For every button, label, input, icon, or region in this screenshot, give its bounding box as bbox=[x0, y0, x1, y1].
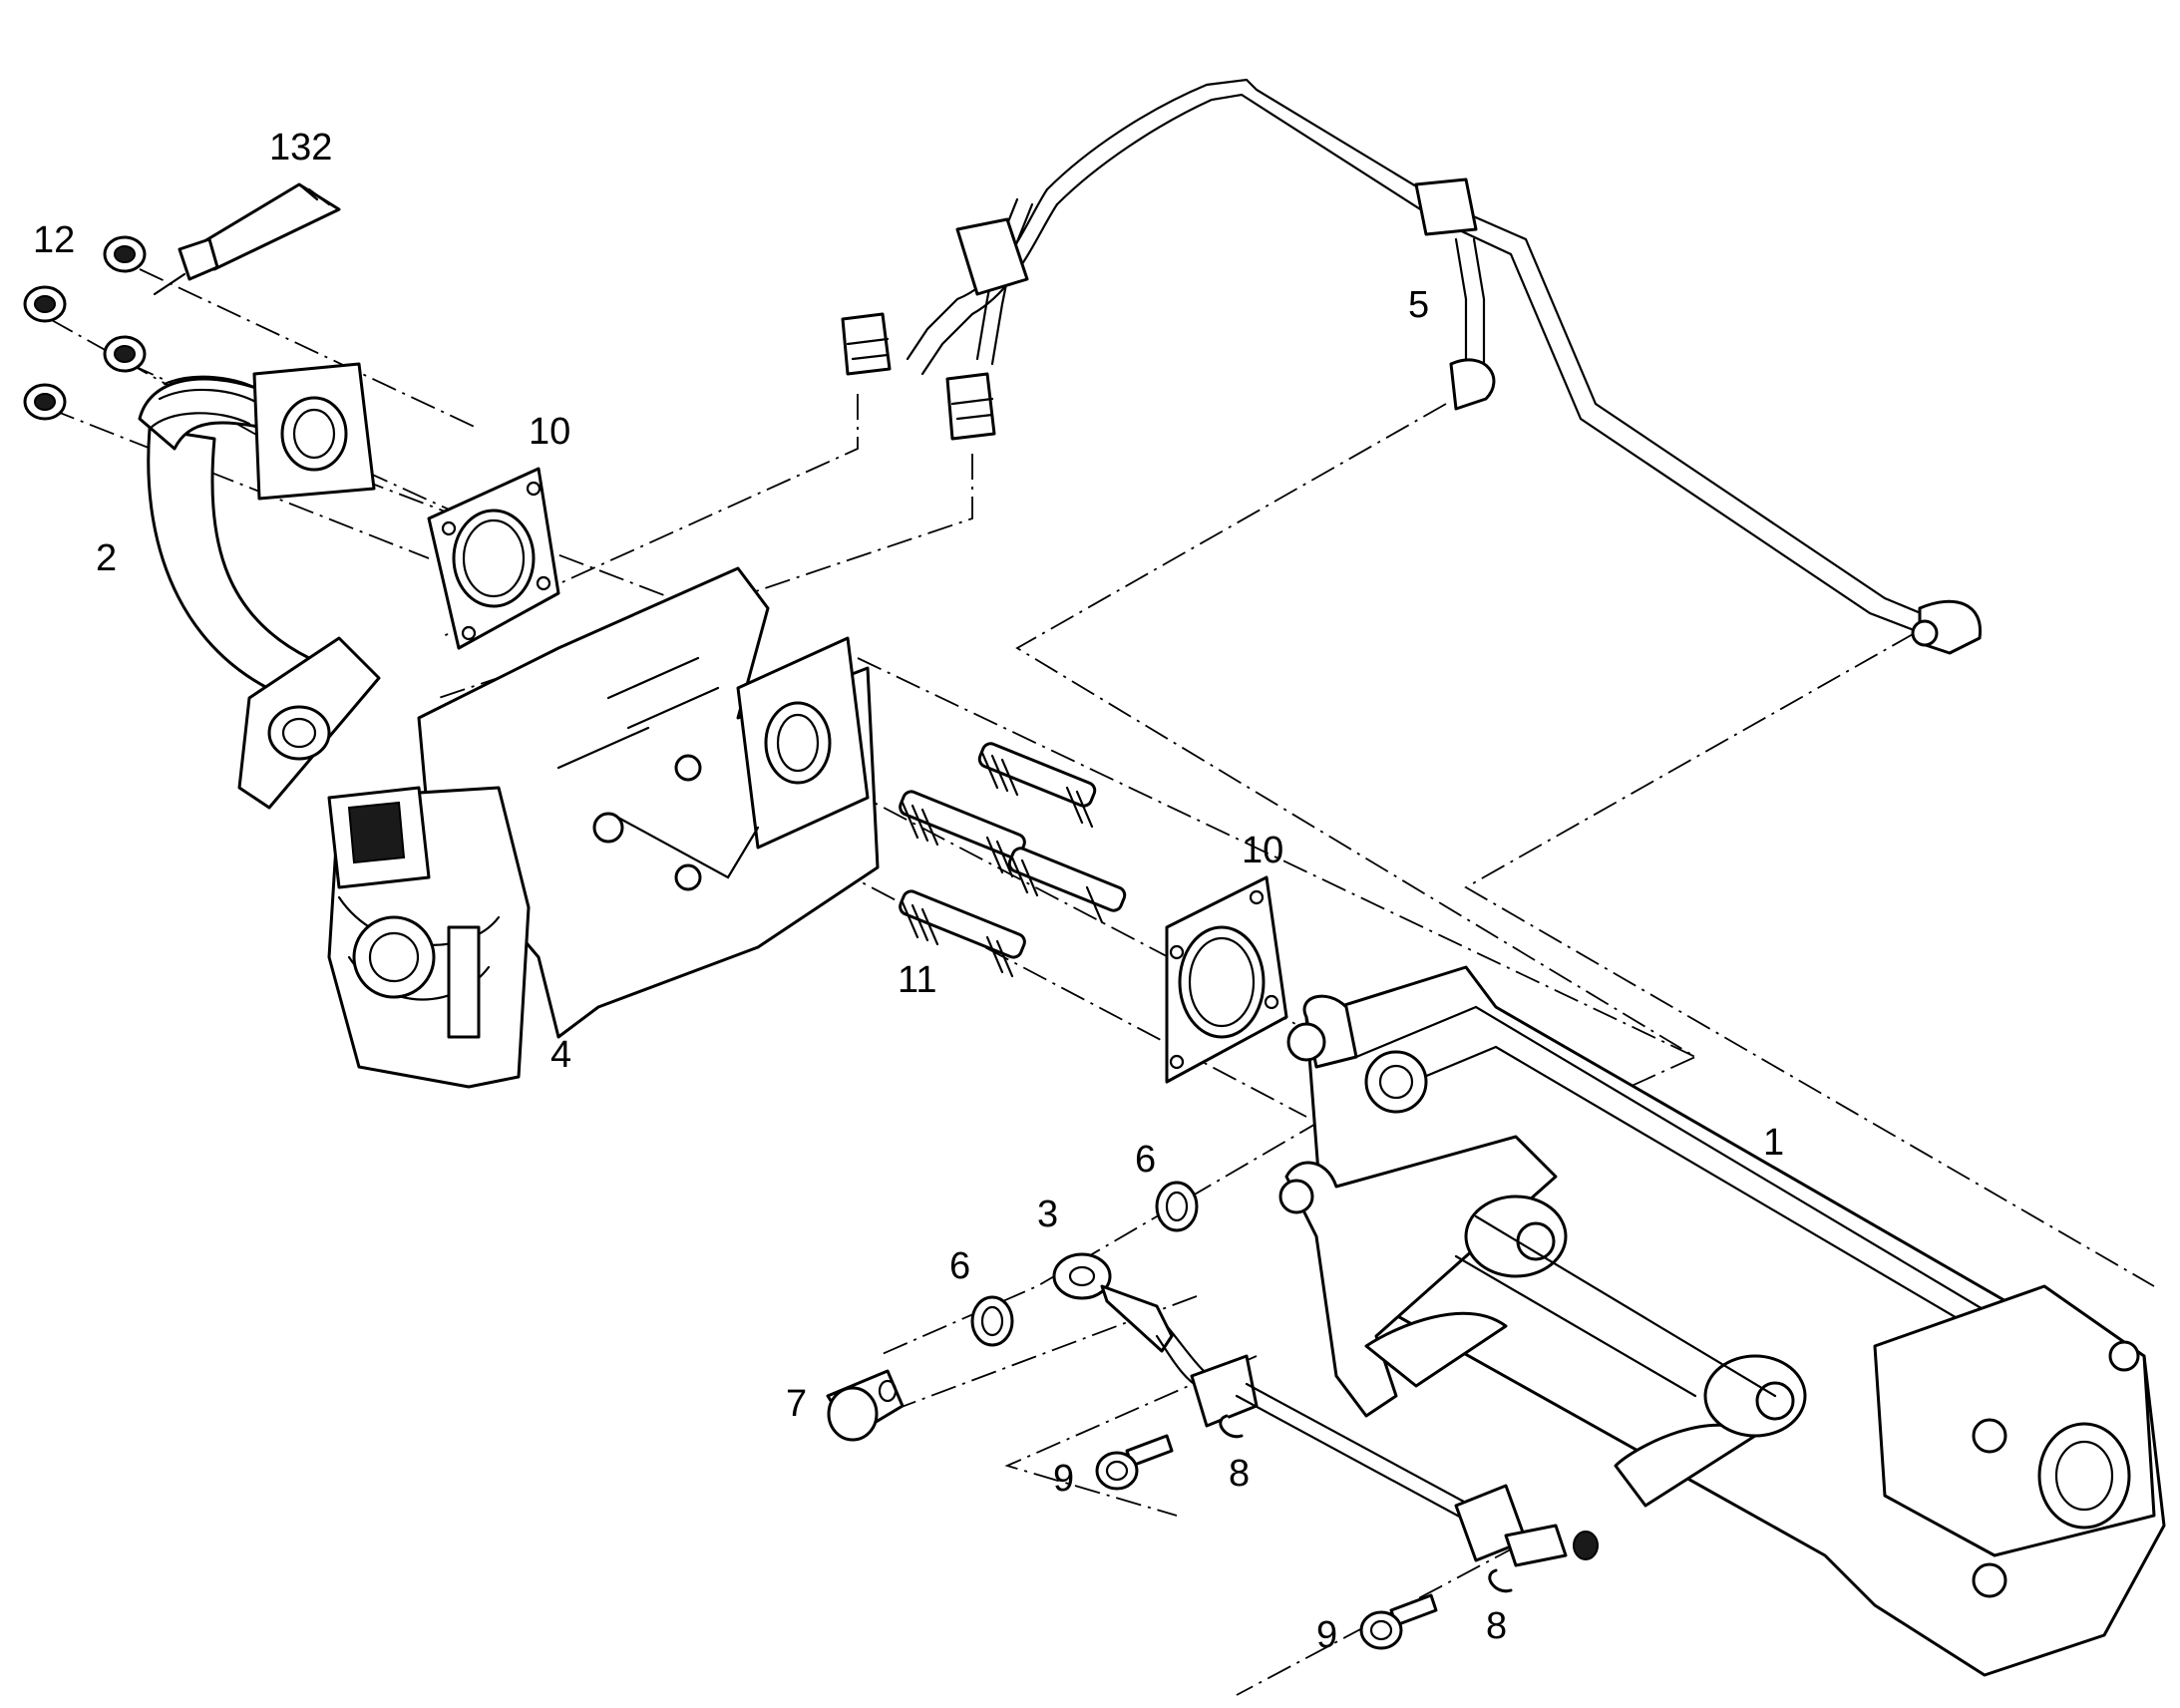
nut-icon bbox=[103, 235, 147, 273]
clip-icon bbox=[1219, 1414, 1244, 1439]
nut-icon bbox=[23, 383, 67, 421]
washer-icon bbox=[1155, 1181, 1199, 1232]
elbow-pipe-part bbox=[138, 362, 381, 810]
stud-icon bbox=[899, 790, 1026, 878]
gasket-upper-part bbox=[427, 467, 560, 650]
tube-fitting-icon bbox=[945, 372, 996, 441]
callout-9-upper: 9 bbox=[1053, 1458, 1074, 1500]
banjo-bolt-part bbox=[826, 1369, 905, 1442]
callout-9-lower: 9 bbox=[1316, 1614, 1337, 1656]
stud-icon bbox=[1007, 847, 1127, 924]
gasket-lower-part bbox=[1165, 875, 1288, 1084]
washer-icon bbox=[970, 1295, 1014, 1347]
egr-cooler-part bbox=[1278, 965, 2166, 1677]
callout-132: 132 bbox=[269, 127, 332, 169]
sealing-washer-parts bbox=[970, 1181, 1199, 1347]
callout-8-upper: 8 bbox=[1229, 1453, 1250, 1495]
clip-parts bbox=[1219, 1414, 1513, 1593]
callout-2: 2 bbox=[96, 537, 117, 579]
callout-6-upper: 6 bbox=[1135, 1139, 1156, 1181]
flange-bolt-parts bbox=[1095, 1434, 1438, 1650]
callout-10-lower: 10 bbox=[1242, 830, 1283, 871]
stud-icon bbox=[899, 889, 1026, 978]
callout-11: 11 bbox=[898, 959, 936, 1001]
callout-8-lower: 8 bbox=[1486, 1605, 1507, 1647]
callout-labels: 132 12 5 10 2 10 11 4 1 6 3 6 7 9 8 9 8 bbox=[33, 127, 1784, 1656]
tube-fitting-icon bbox=[841, 312, 892, 376]
banjo-pipe-part bbox=[1052, 1252, 1599, 1567]
nut-parts bbox=[23, 235, 147, 421]
bolt-icon bbox=[1359, 1593, 1438, 1650]
assembly-leader-lines bbox=[49, 268, 2155, 1696]
sealant-tube-part bbox=[153, 182, 341, 296]
nut-icon bbox=[103, 335, 147, 373]
clip-icon bbox=[1488, 1568, 1513, 1593]
tube-fitting-icon bbox=[1911, 599, 1983, 655]
bolt-icon bbox=[1095, 1434, 1174, 1491]
nut-icon bbox=[23, 285, 67, 323]
callout-7: 7 bbox=[786, 1383, 807, 1425]
callout-6-lower: 6 bbox=[949, 1245, 970, 1287]
callout-12: 12 bbox=[33, 219, 75, 261]
callout-3: 3 bbox=[1037, 1194, 1058, 1235]
egr-valve-part bbox=[327, 566, 880, 1089]
callout-1: 1 bbox=[1763, 1122, 1784, 1164]
stud-parts bbox=[899, 742, 1127, 978]
callout-4: 4 bbox=[550, 1034, 571, 1076]
callout-5: 5 bbox=[1408, 284, 1429, 326]
stud-icon bbox=[977, 742, 1097, 829]
callout-10-upper: 10 bbox=[529, 411, 570, 453]
tube-assembly-part bbox=[841, 78, 1983, 655]
